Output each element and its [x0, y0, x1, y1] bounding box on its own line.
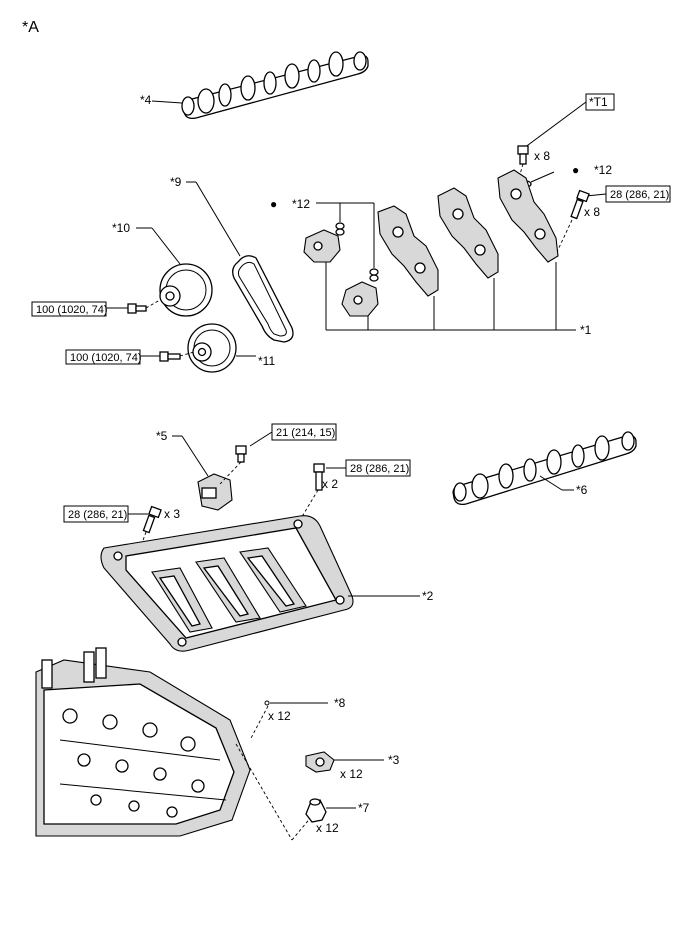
seal-ring-b: [335, 228, 345, 236]
chain-tensioner: [197, 473, 233, 511]
bearing-cap-4: [437, 187, 499, 279]
torque-gear10: 100 (1020, 74): [36, 304, 108, 316]
bolt-carrier-left: [142, 505, 162, 534]
cylinder-head: [35, 647, 251, 837]
view-label: *A: [22, 19, 39, 36]
camshaft-top: [151, 51, 369, 120]
callout-10: *10: [112, 221, 130, 235]
torque-carrier-left: 28 (286, 21): [68, 509, 127, 521]
callout-11: *11: [258, 354, 275, 368]
torque-tensioner: 21 (214, 15): [276, 427, 335, 439]
timing-gear-11: [187, 323, 237, 373]
dot-marker-right: ●: [572, 163, 579, 177]
qty-bolt-left: x 3: [164, 507, 180, 521]
bolt-t1: [517, 145, 529, 165]
bearing-cap-1: [303, 229, 341, 263]
seal-ring-a: [335, 222, 345, 230]
torque-gear11: 100 (1020, 74): [70, 352, 142, 364]
bolt-tensioner: [235, 445, 247, 463]
torque-carrier-right: 28 (286, 21): [350, 463, 409, 475]
bolt-carrier-right: [313, 463, 325, 491]
qty-bolt-carrier: x 2: [322, 477, 338, 491]
callout-9: *9: [170, 175, 182, 189]
dot-marker-left: ●: [270, 197, 277, 211]
callout-4: *4: [140, 93, 152, 107]
seal-ring-d: [369, 274, 379, 282]
qty-part8: x 12: [268, 709, 291, 723]
lash-adjuster: [305, 798, 327, 823]
callout-12-right: *12: [594, 163, 612, 177]
timing-gear-10: [159, 263, 213, 317]
qty-part7: x 12: [316, 821, 339, 835]
seal-ring-c: [369, 268, 379, 276]
callout-3: *3: [388, 753, 400, 767]
torque-box-gear11: [65, 349, 141, 365]
callout-5: *5: [156, 429, 168, 443]
torque-box-gear10: [31, 301, 107, 317]
part-8-marker: [264, 700, 270, 706]
bolt-gear10: [127, 303, 147, 314]
callout-t1: *T1: [589, 95, 608, 109]
torque-cap: 28 (286, 21): [610, 189, 669, 201]
bearing-cap-2: [341, 281, 379, 317]
bearing-cap-5: [497, 169, 559, 263]
camshaft-carrier: [100, 515, 354, 652]
qty-bolt-t1: x 8: [534, 149, 550, 163]
bolt-cap: [570, 189, 590, 220]
callout-8: *8: [334, 696, 346, 710]
bolt-gear11: [159, 351, 181, 362]
camshaft-right: [452, 431, 637, 506]
qty-part3: x 12: [340, 767, 363, 781]
callout-12-left: *12: [292, 197, 310, 211]
callout-1: *1: [580, 323, 592, 337]
callout-7: *7: [358, 801, 370, 815]
callout-6: *6: [576, 483, 588, 497]
qty-bolt-cap: x 8: [584, 205, 600, 219]
leader-1: [325, 262, 576, 331]
roller-rocker-arm: [305, 751, 335, 773]
timing-chain: [232, 255, 294, 343]
callout-2: *2: [422, 589, 434, 603]
bearing-cap-3: [377, 205, 439, 297]
